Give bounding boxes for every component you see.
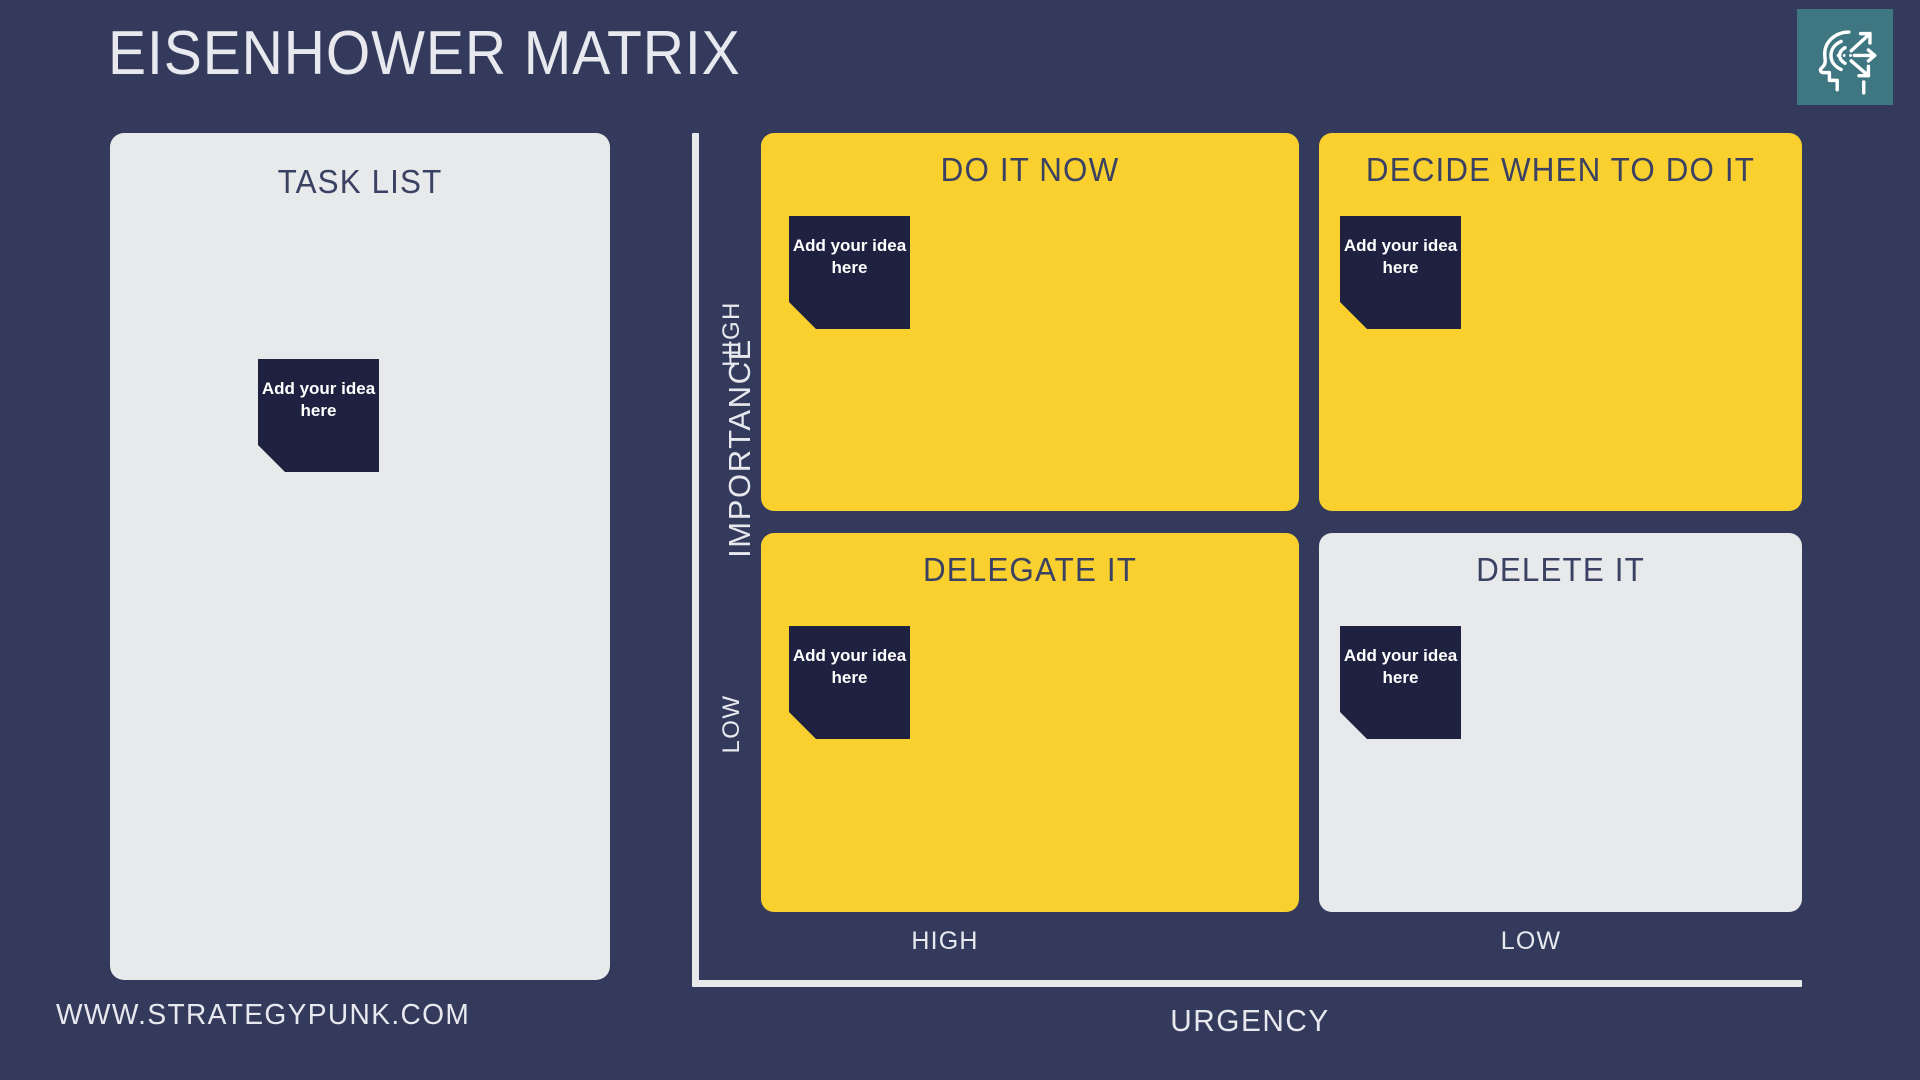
task-list-panel[interactable]: TASK LIST Add your idea here <box>110 133 610 980</box>
sticky-note-do-it-now[interactable]: Add your idea here <box>789 216 910 329</box>
sticky-note-line1: Add your idea <box>792 646 907 665</box>
sticky-note-line2: here <box>831 257 868 277</box>
urgency-axis-label: URGENCY <box>1170 1003 1330 1038</box>
head-profile-arrows-icon <box>1818 30 1877 95</box>
sticky-note-line2: here <box>831 667 868 687</box>
sticky-note-line2: here <box>1382 667 1419 687</box>
sticky-note-line1: Add your idea <box>1343 646 1458 665</box>
footer-website[interactable]: WWW.STRATEGYPUNK.COM <box>56 999 471 1031</box>
sticky-note-line1: Add your idea <box>261 379 376 398</box>
importance-axis-line <box>692 133 699 985</box>
urgency-tick-high: HIGH <box>911 927 979 955</box>
quadrant-title-delete-it: DELETE IT <box>1476 551 1645 588</box>
brand-logo <box>1797 9 1893 105</box>
importance-tick-low: LOW <box>718 694 745 754</box>
sticky-note-line2: here <box>300 400 337 420</box>
sticky-note-task-list[interactable]: Add your idea here <box>258 359 379 472</box>
sticky-note-delegate-it[interactable]: Add your idea here <box>789 626 910 739</box>
sticky-note-line2: here <box>1382 257 1419 277</box>
sticky-note-decide-when-to-do-it[interactable]: Add your idea here <box>1340 216 1461 329</box>
sticky-note-delete-it[interactable]: Add your idea here <box>1340 626 1461 739</box>
quadrant-delete-it[interactable]: DELETE IT <box>1319 533 1802 912</box>
quadrant-title-decide-when-to-do-it: DECIDE WHEN TO DO IT <box>1365 151 1756 188</box>
urgency-tick-low: LOW <box>1500 927 1562 955</box>
importance-tick-high: HIGH <box>718 301 745 367</box>
quadrant-title-do-it-now: DO IT NOW <box>940 151 1120 188</box>
quadrant-title-delegate-it: DELEGATE IT <box>922 551 1138 588</box>
sticky-note-line1: Add your idea <box>792 236 907 255</box>
page-title: EISENHOWER MATRIX <box>108 19 741 88</box>
urgency-axis-line <box>692 980 1802 987</box>
sticky-note-line1: Add your idea <box>1343 236 1458 255</box>
task-list-title: TASK LIST <box>277 163 443 200</box>
